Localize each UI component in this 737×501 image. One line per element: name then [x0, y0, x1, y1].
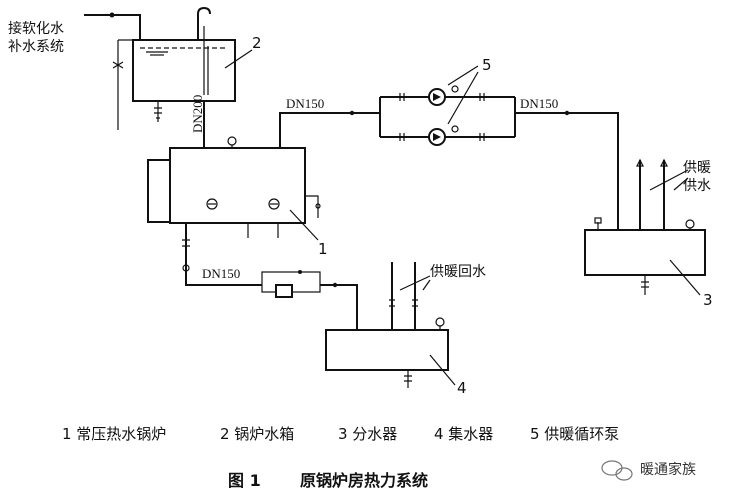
figure-title: 原锅炉房热力系统: [300, 471, 428, 490]
return-pipe-right: [320, 284, 358, 330]
figure-number: 图 1: [228, 471, 261, 490]
boiler-water-tank: [132, 6, 236, 122]
water-collector: [325, 262, 449, 388]
svg-text:暖通家族: 暖通家族: [640, 461, 696, 478]
makeup-water-line: [84, 12, 141, 130]
return-bypass-valve: [261, 270, 321, 298]
tag-1: 1: [318, 240, 328, 258]
legend-item: 1 常压热水锅炉: [62, 425, 166, 443]
supply-pipe-left: [279, 112, 380, 148]
heating-return-label: 供暖回水: [430, 264, 486, 280]
dn150-bottom-label: DN150: [202, 266, 240, 281]
legend: 1 常压热水锅炉 2 锅炉水箱 3 分水器 4 集水器 5 供暖循环泵: [62, 425, 619, 443]
legend-item: 4 集水器: [434, 425, 493, 443]
water-distributor: [584, 158, 706, 295]
legend-item: 5 供暖循环泵: [530, 425, 619, 443]
tag-5: 5: [482, 56, 492, 74]
dn150-top-left-label: DN150: [286, 96, 324, 111]
makeup-water-label: 接软化水 补水系统: [8, 20, 68, 55]
boiler: [147, 136, 321, 238]
dn200-label: DN200: [190, 95, 205, 133]
circulation-pumps: [379, 65, 516, 146]
dn150-top-right-label: DN150: [520, 96, 558, 111]
return-pipe-left: [185, 223, 262, 286]
legend-item: 3 分水器: [338, 425, 397, 443]
tag-3: 3: [703, 291, 713, 309]
supply-leader: [649, 169, 689, 191]
supply-pipe-right: [515, 112, 619, 230]
watermark: 暖通家族: [601, 460, 696, 481]
legend-item: 2 锅炉水箱: [220, 425, 294, 443]
tag-4: 4: [457, 379, 467, 397]
tag-2: 2: [252, 34, 262, 52]
heating-supply-label: 供暖 供水: [683, 160, 715, 194]
